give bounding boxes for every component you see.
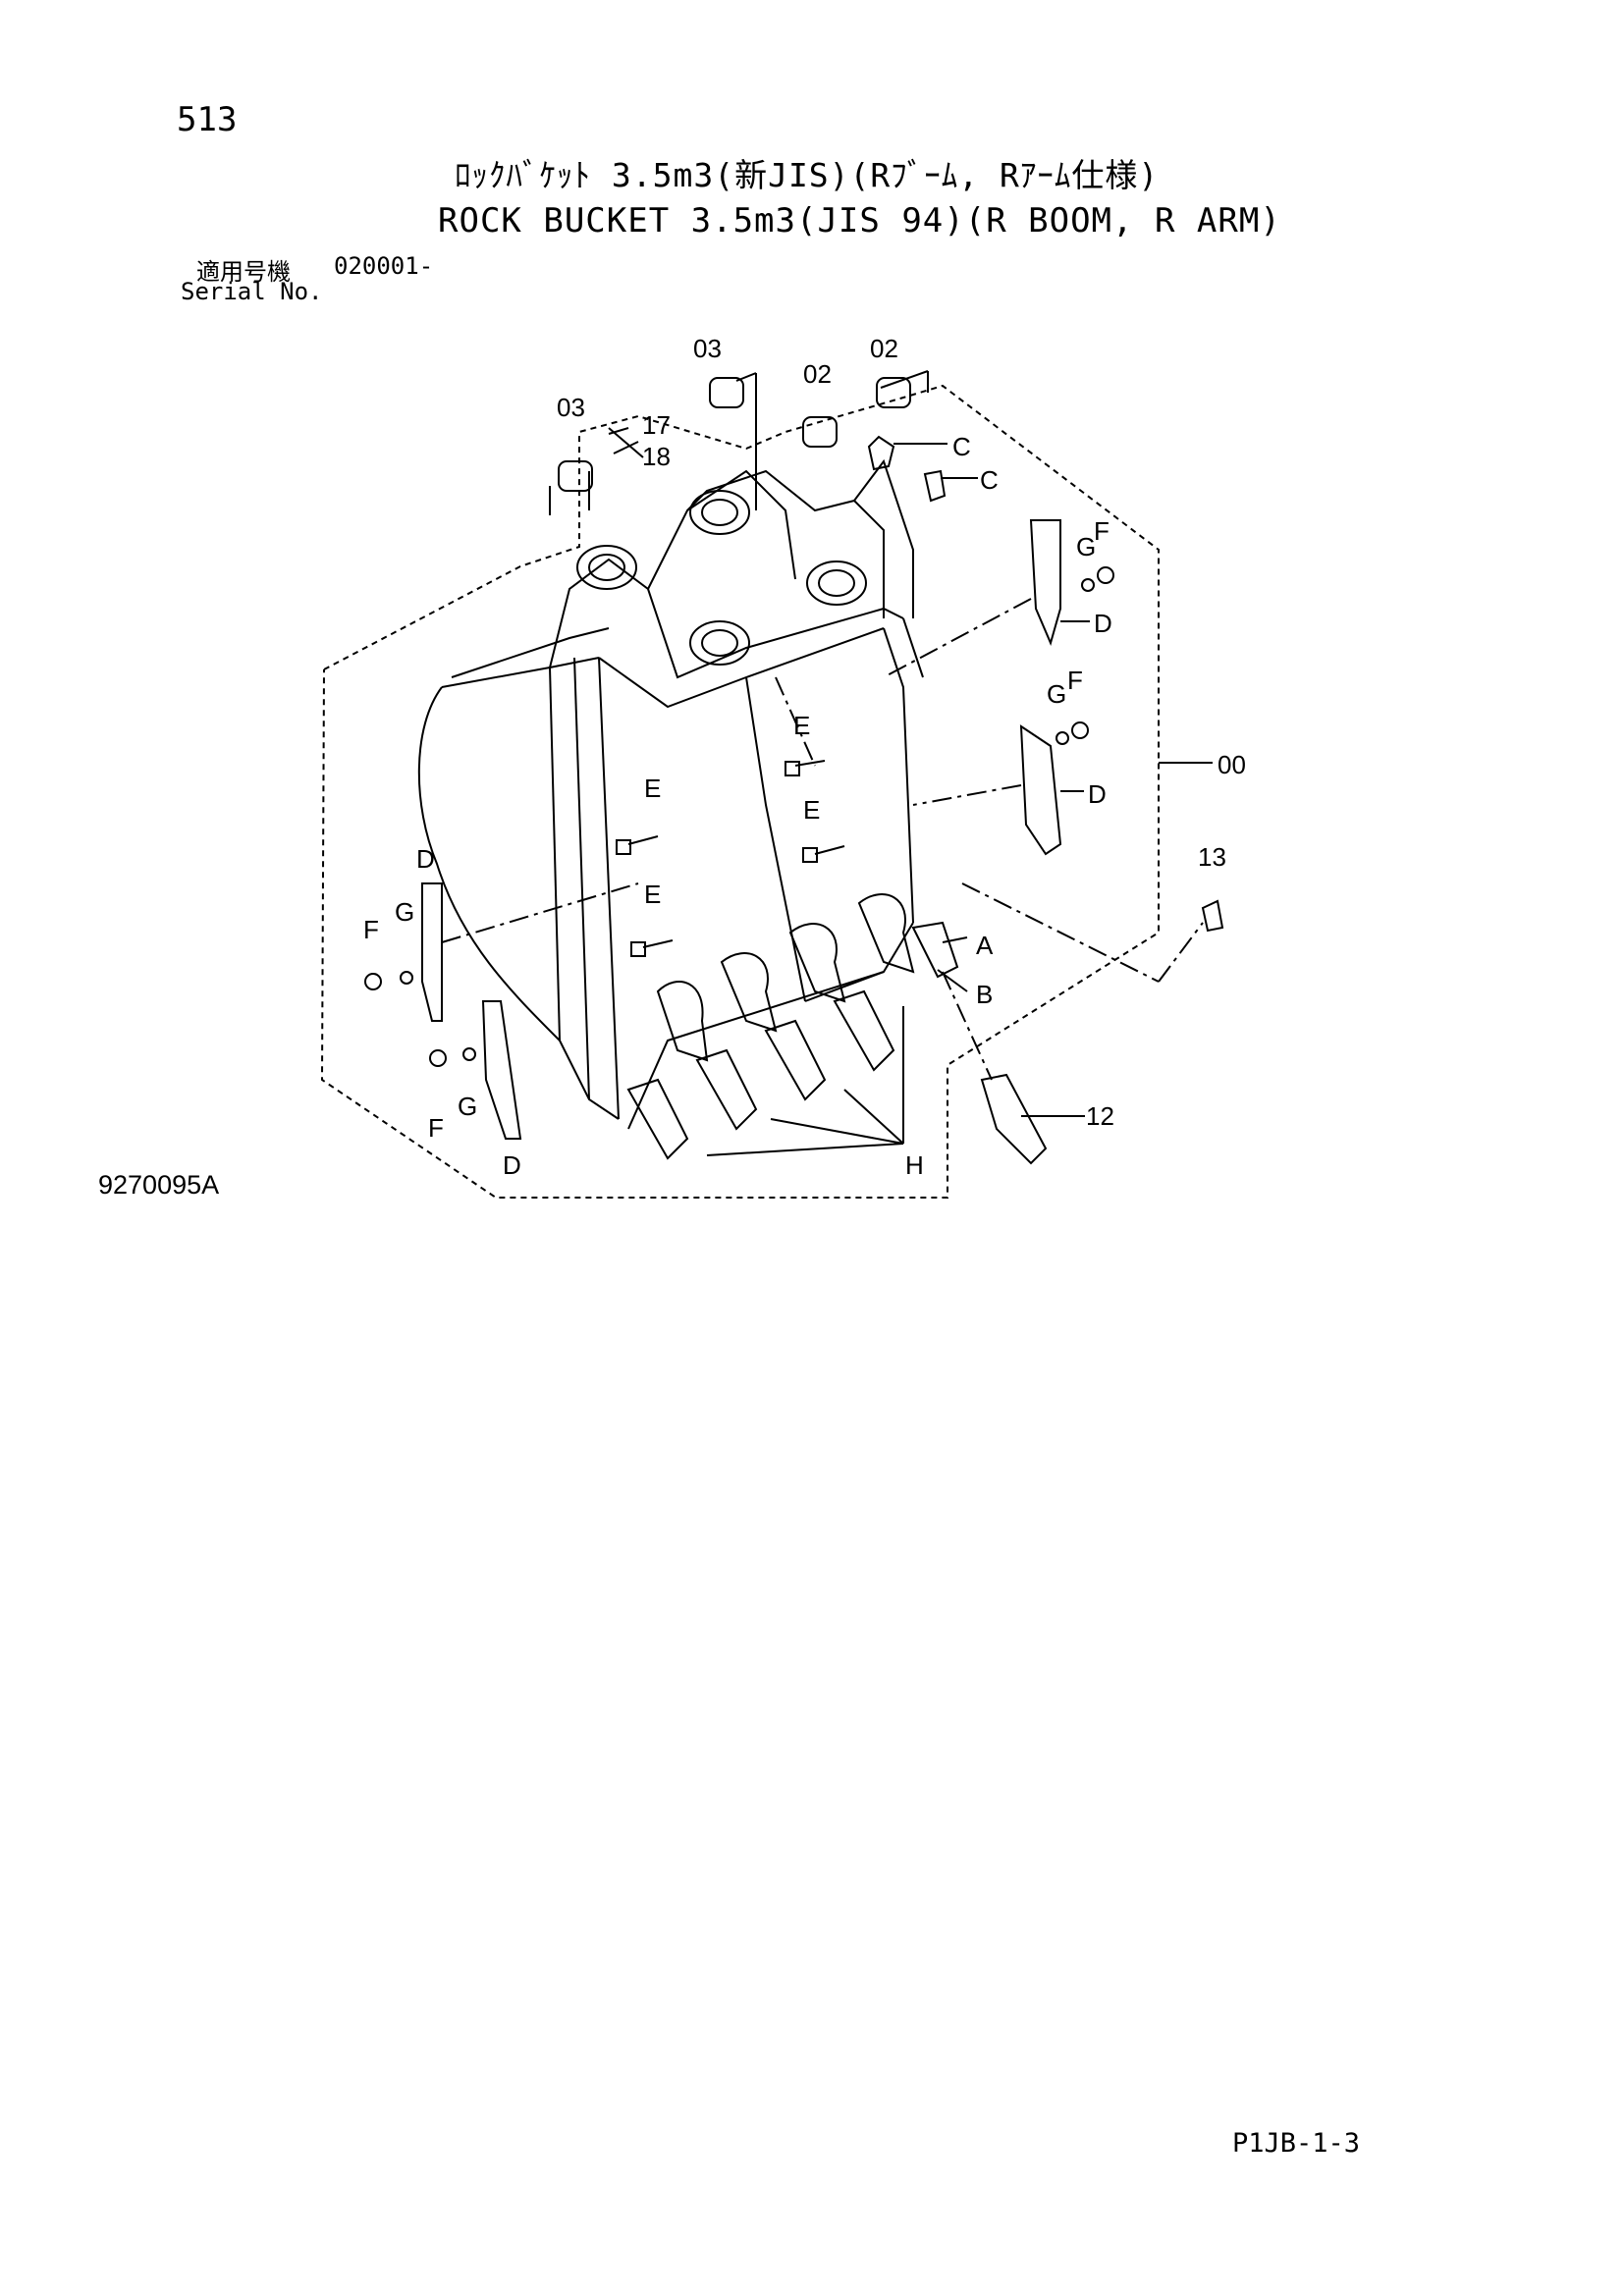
callout-f-bottom: F [428, 1113, 444, 1143]
center-lines [441, 598, 1204, 1081]
callout-f-left: F [363, 915, 379, 944]
bushing-parts [558, 377, 911, 492]
callout-18: 18 [642, 442, 671, 471]
title-english: ROCK BUCKET 3.5m3(JIS 94)(R BOOM, R ARM) [438, 201, 1281, 240]
callout-b: B [976, 980, 993, 1009]
side-cutter-parts [421, 519, 1062, 1140]
pin-boss-holes [576, 490, 867, 666]
stopper-parts [867, 435, 947, 503]
leader-lines [549, 370, 1213, 1156]
page-number: 513 [177, 100, 238, 139]
callout-e-lower-center: E [803, 795, 820, 825]
assembly-boundary [320, 384, 1160, 1199]
callout-12: 12 [1086, 1101, 1114, 1131]
callout-d-upper: D [1094, 609, 1112, 638]
callout-d-left: D [416, 844, 435, 874]
callout-a: A [976, 931, 994, 960]
teeth-parts [626, 893, 1224, 1165]
bolt-parts [364, 566, 1114, 1067]
callout-13: 13 [1198, 842, 1226, 872]
callout-g-bottom: G [458, 1092, 477, 1121]
callout-02-mid: 02 [803, 359, 832, 389]
drawing-number: 9270095A [98, 1170, 220, 1200]
callout-02-right: 02 [870, 334, 898, 363]
serial-label-english: Serial No. [181, 278, 323, 305]
callout-f-mid: F [1067, 666, 1083, 695]
callout-e-left-upper: E [644, 774, 661, 803]
bucket-shell [417, 458, 924, 1130]
title-japanese: ﾛｯｸﾊﾞｹｯﾄ 3.5m3(新JIS)(Rﾌﾞｰﾑ, Rｱｰﾑ仕様) [455, 156, 1160, 194]
page-code: P1JB-1-3 [1232, 2128, 1361, 2159]
callout-03-left: 03 [557, 393, 585, 422]
callout-17: 17 [642, 410, 671, 440]
callout-g-mid: G [1047, 679, 1066, 709]
serial-number: 020001- [334, 252, 434, 280]
callout-e-left-lower: E [644, 880, 661, 909]
callout-g-upper: G [1076, 532, 1096, 561]
callout-d-mid: D [1088, 779, 1107, 809]
callout-g-left: G [395, 897, 414, 927]
callout-c-lower: C [980, 465, 999, 495]
callout-e-center: E [793, 711, 810, 740]
callout-00: 00 [1218, 750, 1246, 779]
serial-label-japanese: 適用号機 [196, 258, 291, 286]
callout-h: H [905, 1150, 924, 1180]
callout-d-bottom: D [503, 1150, 521, 1180]
callout-03-top: 03 [693, 334, 722, 363]
callout-c-upper: C [952, 432, 971, 461]
callout-f-upper: F [1094, 516, 1110, 546]
